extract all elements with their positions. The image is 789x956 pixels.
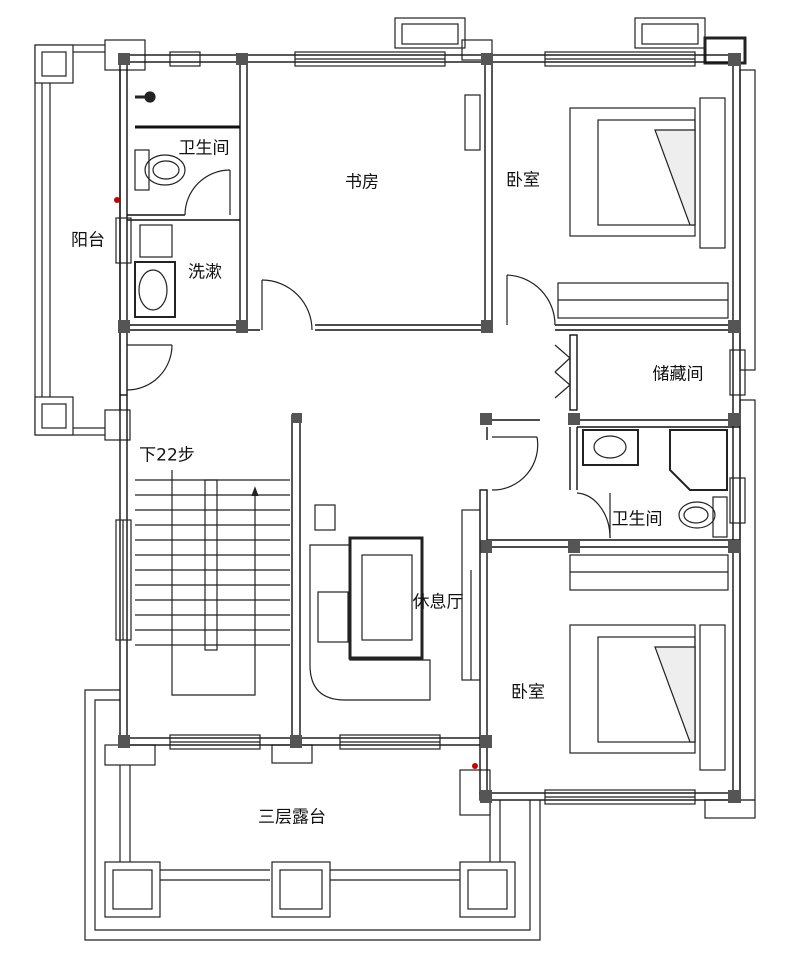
room-label-wash: 洗漱 (188, 262, 222, 283)
room-label-lounge: 休息厅 (412, 592, 464, 613)
room-label-bath-upper-left: 卫生间 (178, 138, 230, 159)
marker-dot (472, 763, 478, 769)
staircase (135, 470, 290, 696)
doors (126, 169, 611, 539)
room-label-bedroom-lower: 卧室 (511, 682, 545, 703)
room-label-terrace: 三层露台 (258, 807, 326, 828)
room-label-bedroom-upper: 卧室 (506, 170, 540, 191)
room-label-study: 书房 (345, 172, 379, 193)
windows (115, 51, 746, 805)
terrace (84, 689, 541, 941)
stairs-label: 下22步 (139, 445, 195, 466)
room-label-balcony: 阳台 (71, 230, 105, 251)
furniture (309, 97, 729, 771)
pillars (118, 53, 741, 803)
marker-dot (114, 197, 120, 203)
room-label-bath-right: 卫生间 (611, 509, 663, 530)
fixtures (134, 91, 728, 538)
room-label-storage: 储藏间 (652, 364, 704, 385)
